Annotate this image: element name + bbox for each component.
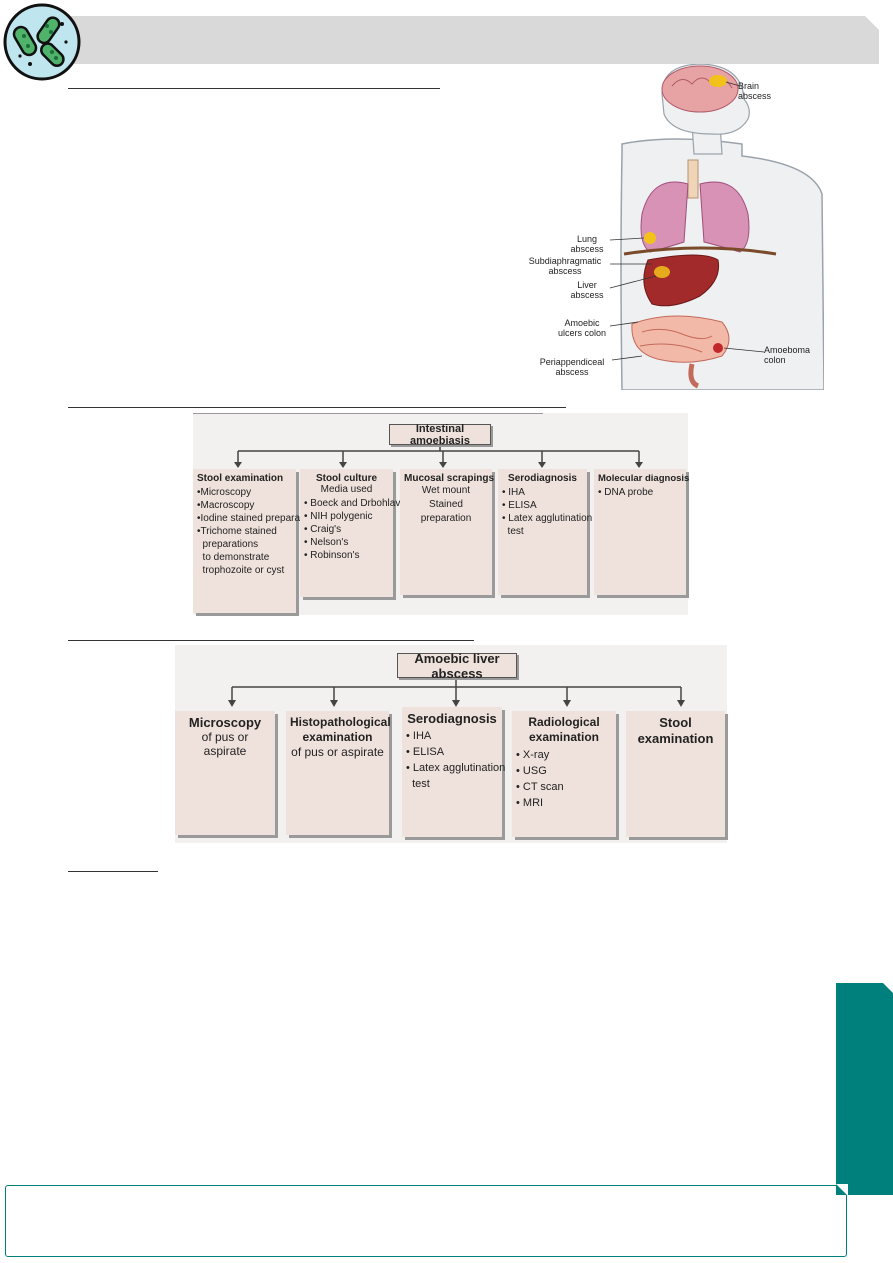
mucosal-scrapings-box: Mucosal scrapings Wet mount Stained prep… [400, 469, 495, 595]
box-title: Mucosal scrapings [404, 473, 495, 484]
header-band [52, 16, 879, 64]
list-item: • ELISA [406, 746, 445, 758]
stool-culture-box: Stool culture Media used • Boeck and Drb… [300, 469, 401, 597]
histopathological-examination-box: Histopathological examination of pus or … [286, 711, 391, 835]
amoebic-liver-abscess-chart: Amoebic liver abscess Microscopy of pus … [175, 645, 727, 843]
intestinal-chart-title: Intestinal amoebiasis [389, 423, 491, 447]
label-subdiaphragmatic-abscess: Subdiaphragmatic abscess [528, 256, 602, 276]
list-item: •Trichome stained [197, 526, 277, 537]
side-tab [836, 983, 893, 1195]
list-item: • X-ray [516, 749, 550, 761]
box-title: Stool examination [637, 715, 714, 746]
box-subtitle: Wet mount Stained preparation [420, 485, 472, 524]
list-item: • IHA [502, 487, 525, 498]
intestinal-amoebiasis-chart: Intestinal amoebiasis Stool examination … [193, 413, 690, 615]
serodiagnosis-box: Serodiagnosis • IHA • ELISA • Latex aggl… [402, 707, 506, 837]
footer-box [5, 1184, 848, 1257]
molecular-diagnosis-box: Molecular diagnosis • DNA probe [594, 469, 690, 595]
list-item: •Microscopy [197, 487, 252, 498]
stool-examination-box: Stool examination [626, 711, 725, 837]
list-item: • Boeck and Drbohlav [304, 498, 401, 509]
box-title: Microscopy [188, 715, 262, 730]
list-item: • ELISA [502, 500, 537, 511]
list-item: test [406, 778, 430, 790]
list-item: •Iodine stained preparation [197, 513, 317, 524]
label-lung-abscess: Lung abscess [570, 234, 604, 254]
list-item: • Craig's [304, 524, 342, 535]
section-rule-3 [68, 640, 474, 641]
label-brain-abscess: Brain abscess [738, 81, 772, 101]
list-item: • NIH polygenic [304, 511, 373, 522]
section-rule-2 [68, 407, 566, 408]
box-title: Molecular diagnosis [598, 473, 690, 484]
anatomy-figure: Brain abscess Lung abscess Subdiaphragma… [512, 63, 825, 391]
label-amoeboma-colon: Amoeboma colon [764, 345, 811, 365]
list-item: test [502, 526, 524, 537]
list-item: • DNA probe [598, 487, 654, 498]
label-amoebic-ulcers-colon: Amoebic ulcers colon [557, 318, 607, 338]
stool-examination-box: Stool examination •Microscopy •Macroscop… [193, 469, 317, 613]
list-item: • Latex agglutination [406, 762, 506, 774]
list-item: • MRI [516, 797, 544, 809]
list-item: •Macroscopy [197, 500, 255, 511]
list-item: preparations [197, 539, 259, 550]
box-title: Stool examination [197, 473, 284, 484]
box-subtitle: of pus or aspirate [291, 745, 384, 759]
list-item: • USG [516, 765, 547, 777]
list-item: to demonstrate [197, 552, 270, 563]
box-title: Serodiagnosis [407, 711, 497, 726]
radiological-examination-box: Radiological examination • X-ray • USG •… [512, 711, 616, 837]
list-item: • IHA [406, 730, 432, 742]
section-rule-1 [68, 88, 440, 89]
liver-chart-title: Amoebic liver abscess [397, 651, 517, 681]
list-item: trophozoite or cyst [197, 565, 285, 576]
bacteria-icon [2, 2, 82, 82]
list-item: • CT scan [516, 781, 564, 793]
serodiagnosis-box: Serodiagnosis • IHA • ELISA • Latex aggl… [498, 469, 593, 595]
section-rule-4 [68, 871, 158, 872]
human-body-illustration [512, 63, 825, 391]
box-title: Histopathological examination [290, 715, 391, 744]
box-title: Serodiagnosis [508, 473, 577, 484]
box-title: Radiological examination [528, 715, 600, 744]
label-liver-abscess: Liver abscess [570, 280, 604, 300]
list-item: • Robinson's [304, 550, 360, 561]
list-item: • Latex agglutination [502, 513, 593, 524]
list-item: • Nelson's [304, 537, 349, 548]
box-title: Stool culture [315, 473, 378, 484]
microscopy-box: Microscopy of pus or aspirate [175, 711, 275, 835]
box-subtitle: Media used [320, 484, 373, 495]
label-periappendiceal-abscess: Periappendiceal abscess [539, 357, 605, 377]
box-subtitle: of pus or aspirate [201, 730, 249, 758]
